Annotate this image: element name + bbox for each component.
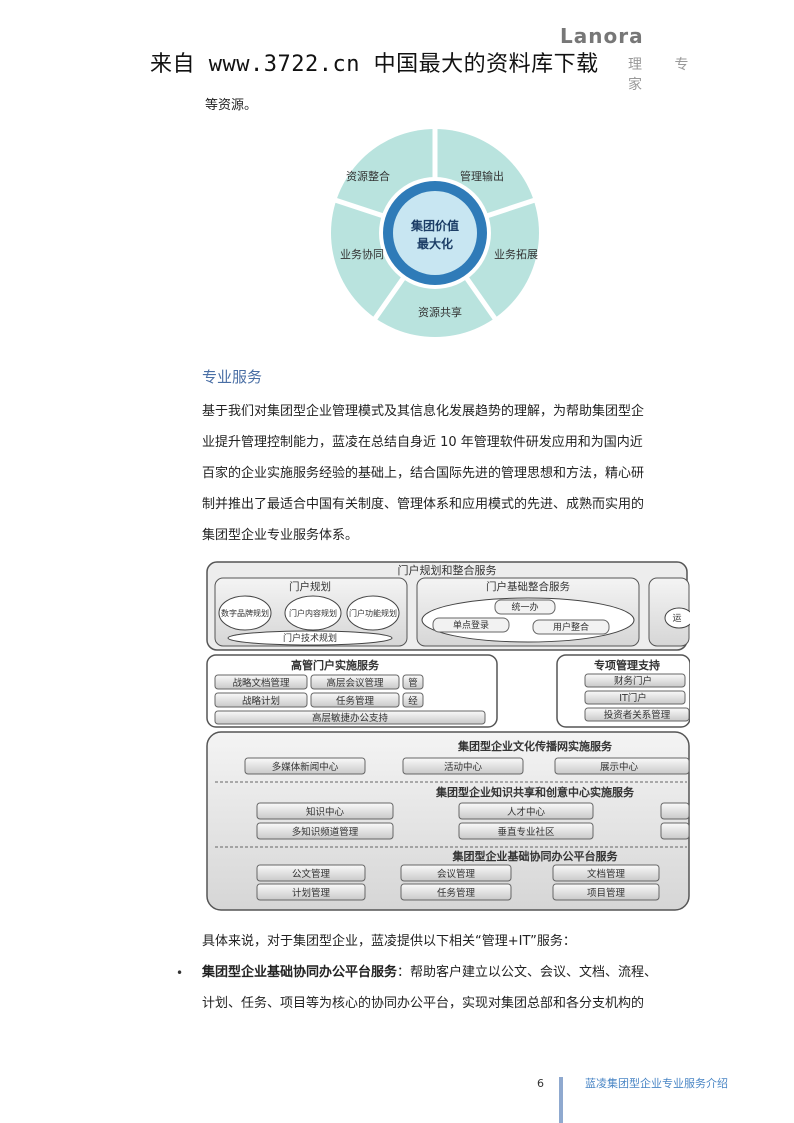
paragraph-line: 百家的企业实施服务经验的基础上，结合国际先进的管理思想和方法，精心研 bbox=[202, 466, 645, 481]
bullet-label: 集团型企业基础协同办公平台服务 bbox=[202, 965, 398, 980]
culture-title: 集团型企业文化传播网实施服务 bbox=[457, 739, 613, 753]
portal-base-item: 统一办 bbox=[511, 601, 538, 613]
exec-portal-title: 高管门户实施服务 bbox=[291, 658, 380, 672]
service-architecture-diagram: 门户规划和整合服务 门户规划 数字品牌规划 门户内容规划 门户功能规划 门户技术… bbox=[206, 561, 690, 911]
company-logo: Lanora 理 专 家 bbox=[560, 24, 730, 93]
knowledge-item: 垂直专业社区 bbox=[497, 826, 555, 838]
footer-divider bbox=[559, 1077, 563, 1123]
value-wheel-diagram: 集团价值 最大化 资源整合 管理输出 业务拓展 资源共享 业务协同 bbox=[331, 128, 539, 337]
paragraph-line: 集团型企业专业服务体系。 bbox=[202, 528, 359, 543]
collab-item: 计划管理 bbox=[292, 887, 331, 899]
culture-item: 多媒体新闻中心 bbox=[272, 761, 339, 773]
portal-base-item: 单点登录 bbox=[453, 619, 489, 631]
logo-subtext: 理 专 家 bbox=[628, 57, 703, 93]
exec-item: 管 bbox=[408, 677, 418, 689]
special-management-title: 专项管理支持 bbox=[594, 658, 660, 672]
special-item: 财务门户 bbox=[614, 675, 652, 687]
portal-tech-plan: 门户技术规划 bbox=[283, 632, 337, 644]
wheel-center-inner bbox=[393, 191, 477, 275]
collab-item: 项目管理 bbox=[587, 887, 626, 899]
wheel-segment-business-collaboration: 业务协同 bbox=[340, 247, 384, 261]
collab-item: 任务管理 bbox=[437, 887, 476, 899]
culture-item: 展示中心 bbox=[600, 761, 639, 773]
portal-base-title: 门户基础整合服务 bbox=[486, 580, 570, 593]
wheel-segment-business-expansion: 业务拓展 bbox=[494, 247, 538, 261]
portal-planning-group: 门户规划和整合服务 门户规划 数字品牌规划 门户内容规划 门户功能规划 门户技术… bbox=[206, 561, 690, 651]
bullet-symbol: • bbox=[176, 966, 184, 980]
wheel-center-label-2: 最大化 bbox=[417, 236, 453, 251]
paragraph-line: 基于我们对集团型企业管理模式及其信息化发展趋势的理解，为帮助集团型企 bbox=[202, 404, 645, 419]
portal-plan-circle: 数字品牌规划 bbox=[221, 608, 269, 618]
exec-bottom-item: 高层敏捷办公支持 bbox=[312, 712, 389, 724]
section-title: 专业服务 bbox=[202, 368, 263, 386]
collab-title: 集团型企业基础协同办公平台服务 bbox=[452, 849, 619, 863]
logo-text: Lanora bbox=[560, 24, 644, 48]
knowledge-item: 多知识频道管理 bbox=[292, 826, 359, 838]
exec-item: 任务管理 bbox=[336, 695, 375, 707]
page-number: 6 bbox=[537, 1077, 544, 1090]
portal-planning-title: 门户规划和整合服务 bbox=[398, 563, 497, 577]
bullet-text: ：帮助客户建立以公文、会议、文档、流程、 bbox=[397, 965, 658, 980]
exec-item: 战略计划 bbox=[242, 695, 280, 707]
knowledge-item: 人才中心 bbox=[507, 806, 546, 818]
footer-title: 蓝凌集团型企业专业服务介绍 bbox=[585, 1077, 728, 1090]
portal-plan-circle: 门户功能规划 bbox=[349, 608, 397, 618]
exec-item: 经 bbox=[408, 695, 418, 707]
bullet-text-line2: 计划、任务、项目等为核心的协同办公平台，实现对集团总部和各分支机构的 bbox=[202, 996, 645, 1011]
specific-intro: 具体来说，对于集团型企业，蓝凌提供以下相关“管理+IT”服务： bbox=[202, 934, 576, 949]
exec-portal-group: 高管门户实施服务 战略文档管理 高层会议管理 管 战略计划 任务管理 经 高层敏… bbox=[206, 654, 498, 728]
portal-right-item: 运 bbox=[672, 613, 681, 624]
portal-base-item: 用户整合 bbox=[553, 621, 589, 633]
paragraph-line: 业提升管理控制能力，蓝凌在总结自身近 10 年管理软件研发应用和为国内近 bbox=[202, 435, 643, 450]
wheel-segment-resource-sharing: 资源共享 bbox=[418, 305, 462, 319]
portal-plan-circle: 门户内容规划 bbox=[289, 608, 337, 618]
platform-group: 集团型企业文化传播网实施服务 多媒体新闻中心 活动中心 展示中心 集团型企业知识… bbox=[206, 731, 690, 911]
exec-item: 战略文档管理 bbox=[232, 677, 290, 689]
special-management-group: 专项管理支持 财务门户 IT门户 投资者关系管理 bbox=[556, 654, 690, 728]
bullet-item: 集团型企业基础协同办公平台服务：帮助客户建立以公文、会议、文档、流程、 计划、任… bbox=[202, 957, 692, 1019]
collab-item: 会议管理 bbox=[437, 868, 476, 880]
wheel-segment-resource-integration: 资源整合 bbox=[346, 169, 390, 183]
intro-tail: 等资源。 bbox=[205, 98, 258, 113]
portal-plan-title: 门户规划 bbox=[289, 580, 331, 593]
wheel-segment-management-output: 管理输出 bbox=[460, 169, 504, 183]
collab-item: 文档管理 bbox=[587, 868, 626, 880]
special-item: IT门户 bbox=[619, 692, 647, 704]
source-banner: 来自 www.3722.cn 中国最大的资料库下载 bbox=[150, 52, 599, 77]
paragraph-line: 制并推出了最适合中国有关制度、管理体系和应用模式的先进、成熟而实用的 bbox=[202, 497, 645, 512]
wheel-center-label-1: 集团价值 bbox=[410, 218, 459, 233]
knowledge-item: 知识中心 bbox=[306, 806, 345, 818]
culture-item: 活动中心 bbox=[444, 761, 483, 773]
knowledge-title: 集团型企业知识共享和创意中心实施服务 bbox=[435, 785, 635, 799]
collab-item: 公文管理 bbox=[292, 868, 331, 880]
special-item: 投资者关系管理 bbox=[604, 709, 671, 721]
service-paragraph: 基于我们对集团型企业管理模式及其信息化发展趋势的理解，为帮助集团型企 业提升管理… bbox=[202, 396, 692, 551]
exec-item: 高层会议管理 bbox=[326, 677, 384, 689]
